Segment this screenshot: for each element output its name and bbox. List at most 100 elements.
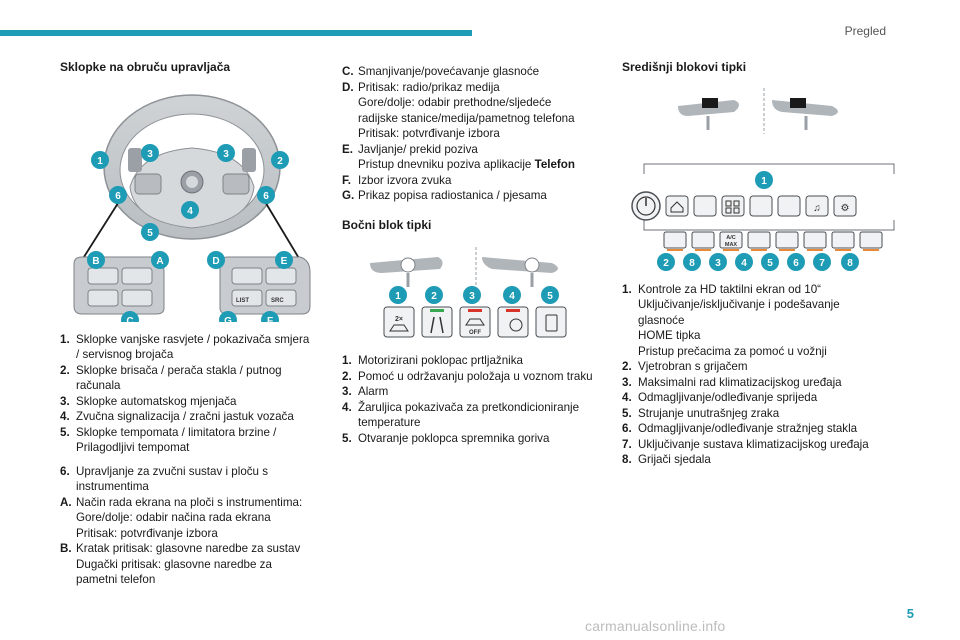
home-shortcut[interactable] xyxy=(665,195,689,216)
list-item: C.Smanjivanje/povećavanje glasnoće xyxy=(342,65,540,78)
phone-shortcut[interactable] xyxy=(777,195,801,216)
callout-3-left: 3 xyxy=(147,149,153,160)
center-callout-b6: 6 xyxy=(793,258,799,269)
center-callout-b4: 4 xyxy=(741,258,747,269)
center-block-figure: 1 ♫ ⚙ xyxy=(622,82,912,272)
column-middle: C.Smanjivanje/povećavanje glasnoće D.Pri… xyxy=(342,60,610,446)
callout-1: 1 xyxy=(97,156,103,167)
settings-shortcut[interactable] xyxy=(833,195,857,216)
media-shortcut[interactable] xyxy=(805,195,829,216)
seat-heat-left-button[interactable] xyxy=(691,231,715,248)
center-callout-b1: 2 xyxy=(663,258,669,269)
list-item: A.Način rada ekrana na ploči s instrumen… xyxy=(60,495,303,540)
center-block-list: 1.Kontrole za HD taktilni ekran od 10“Uk… xyxy=(622,282,912,468)
column-steering: Sklopke na obruču upravljača xyxy=(60,60,325,588)
driving-shortcut[interactable] xyxy=(749,195,773,216)
center-callout-b2: 8 xyxy=(689,258,695,269)
steering-heading: Sklopke na obruču upravljača xyxy=(60,60,231,74)
telefon-keyword: Telefon xyxy=(534,158,575,171)
callout-d: D xyxy=(212,256,219,267)
list-item: 5.Strujanje unutrašnjeg zraka xyxy=(622,406,780,420)
ac-on-button[interactable] xyxy=(831,231,855,248)
list-item: F.Izbor izvora zvuka xyxy=(342,173,452,187)
ac-label: A/C xyxy=(726,235,736,241)
callout-b: B xyxy=(92,256,99,267)
alarm-off-text: OFF xyxy=(469,330,481,336)
steering-wheel-figure: LIST SRC 1 2 3 3 4 5 6 6 xyxy=(60,82,325,329)
center-block-illustration: 1 ♫ ⚙ xyxy=(631,87,895,271)
gear-icon: ⚙ xyxy=(841,203,850,214)
callout-3-right: 3 xyxy=(223,149,229,160)
list-item: 3.Alarm xyxy=(342,385,389,398)
center-callout-b7: 7 xyxy=(819,258,825,269)
lane-assist-icon xyxy=(430,316,444,334)
callout-a: A xyxy=(156,256,163,267)
callout-g: G xyxy=(224,316,232,322)
list-item: 1.Sklopke vanjske rasvjete / pokazivača … xyxy=(60,332,310,362)
steering-list-continued: C.Smanjivanje/povećavanje glasnoće D.Pri… xyxy=(342,64,610,204)
callout-2: 2 xyxy=(277,156,283,167)
center-callout-b8: 8 xyxy=(847,258,853,269)
list-item: B.Kratak pritisak: glasovne naredbe za s… xyxy=(60,542,301,586)
list-item: 4.Žaruljica pokazivača za pretkondicioni… xyxy=(342,400,580,430)
side-callout-3: 3 xyxy=(469,291,475,302)
preconditioning-led xyxy=(506,309,520,312)
pad-label-src: SRC xyxy=(271,298,284,304)
list-item: 3.Sklopke automatskog mjenjača xyxy=(60,394,237,408)
section-title: Pregled xyxy=(844,24,886,38)
header-accent-bar xyxy=(0,30,472,36)
home-icon xyxy=(670,200,684,212)
steering-list: 1.Sklopke vanjske rasvjete / pokazivača … xyxy=(60,332,325,588)
callout-6-left: 6 xyxy=(115,191,121,202)
callout-6-right: 6 xyxy=(263,191,269,202)
climate-shortcut[interactable] xyxy=(693,195,717,216)
alarm-icon xyxy=(465,318,485,326)
recirculation-button[interactable] xyxy=(775,231,799,248)
center-callout-1: 1 xyxy=(761,176,767,187)
apps-shortcut[interactable] xyxy=(721,195,745,216)
preconditioning-icon xyxy=(509,318,523,332)
trunk-icon xyxy=(389,324,409,332)
side-callout-5: 5 xyxy=(547,291,553,302)
rear-demist-button[interactable] xyxy=(803,231,827,248)
list-item: G.Prikaz popisa radiostanica / pjesama xyxy=(342,189,547,202)
side-callout-1: 1 xyxy=(395,291,401,302)
max-label: MAX xyxy=(725,242,738,248)
trunk-button-text: 2× xyxy=(395,316,403,323)
callout-e: E xyxy=(281,256,288,267)
side-block-list: 1.Motorizirani poklopac prtljažnika 2.Po… xyxy=(342,353,610,446)
callout-5: 5 xyxy=(147,228,153,239)
watermark-text: carmanualsonline.info xyxy=(585,618,726,634)
lane-assist-led xyxy=(430,309,444,312)
heated-windscreen-button[interactable] xyxy=(663,231,687,248)
list-item: 2.Pomoć u održavanju položaja u voznom t… xyxy=(342,369,593,383)
callout-4: 4 xyxy=(187,206,193,217)
list-item: 8.Grijači sjedala xyxy=(622,453,711,466)
side-block-figure: 1 2 3 4 5 2× OFF xyxy=(342,243,610,343)
alarm-led xyxy=(468,309,482,312)
side-callout-4: 4 xyxy=(509,291,515,302)
column-center-console: Središnji blokovi tipki 1 xyxy=(622,60,912,468)
seat-heat-right-button[interactable] xyxy=(859,231,883,248)
ac-max-button[interactable] xyxy=(719,231,743,248)
list-item: 5.Sklopke tempomata / limitatora brzine … xyxy=(60,425,277,455)
list-item: 5.Otvaranje poklopca spremnika goriva xyxy=(342,431,550,445)
apps-icon xyxy=(725,200,732,206)
steering-wheel-illustration: LIST SRC 1 2 3 3 4 5 6 6 xyxy=(73,93,311,329)
side-block-heading: Bočni blok tipki xyxy=(342,217,432,232)
power-icon xyxy=(636,195,656,216)
front-demist-button[interactable] xyxy=(747,231,771,248)
list-item: 6.Odmagljivanje/odleđivanje stražnjeg st… xyxy=(622,422,858,435)
list-item: 6.Upravljanje za zvučni sustav i ploču s… xyxy=(60,464,269,494)
list-item: 1.Motorizirani poklopac prtljažnika xyxy=(342,354,523,367)
list-item: 4.Zvučna signalizacija / zračni jastuk v… xyxy=(60,410,294,423)
side-block-illustration: 1 2 3 4 5 2× OFF xyxy=(370,247,567,338)
side-callout-2: 2 xyxy=(431,291,437,302)
list-item: 2.Sklopke brisača / perača stakla / putn… xyxy=(60,363,282,393)
music-icon: ♫ xyxy=(813,203,821,214)
center-callout-b3: 3 xyxy=(715,258,721,269)
center-block-heading: Središnji blokovi tipki xyxy=(622,60,747,74)
page-number: 5 xyxy=(906,606,914,621)
